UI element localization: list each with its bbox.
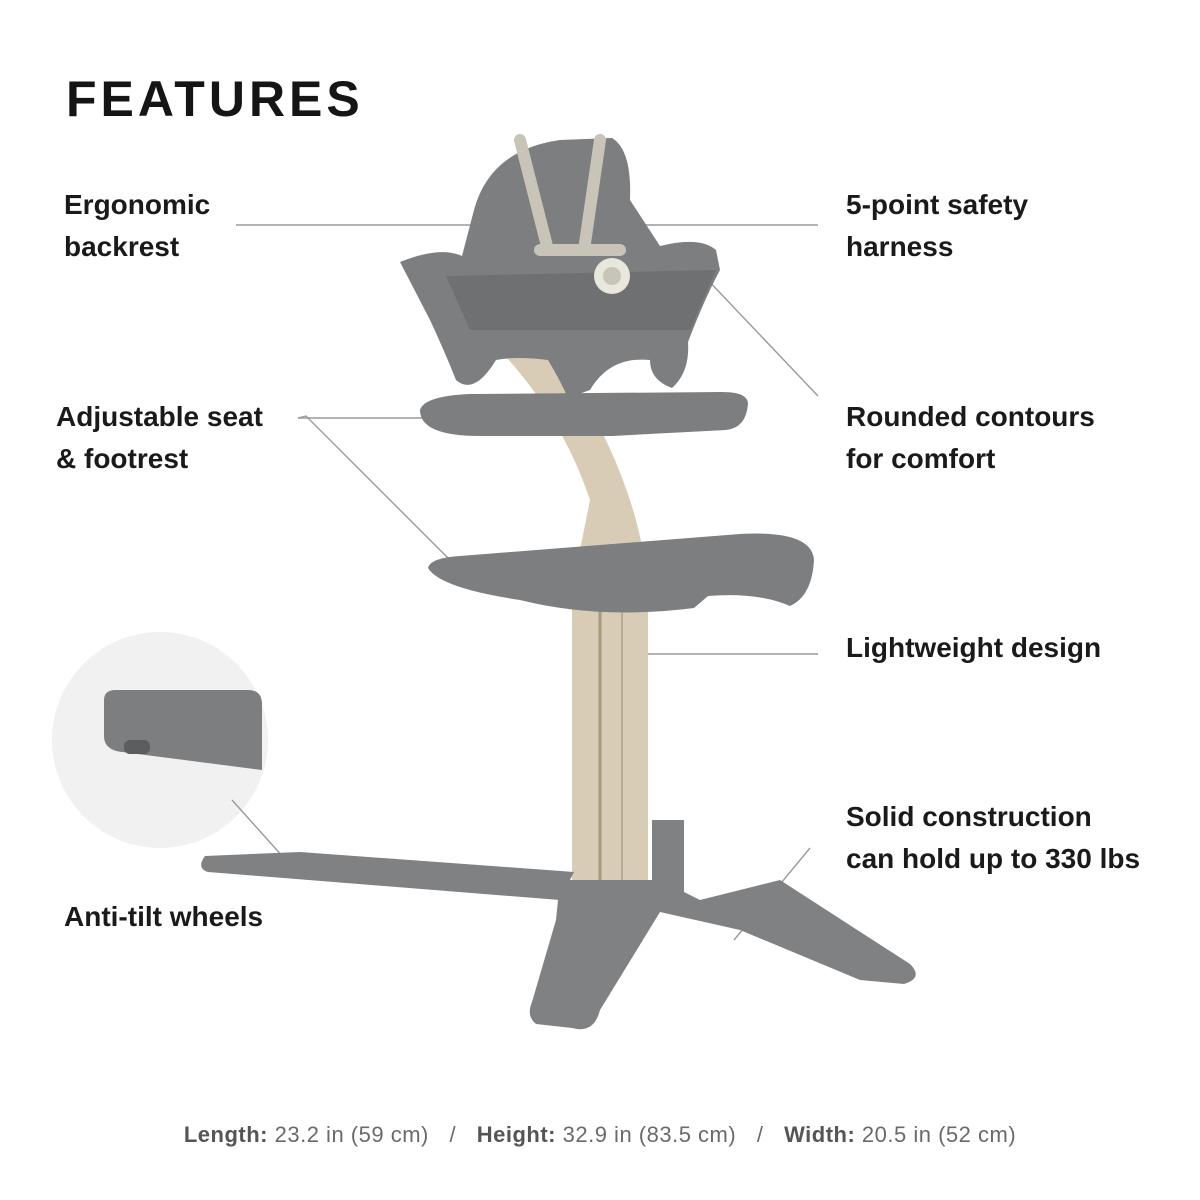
- feature-lightweight-design: Lightweight design: [846, 627, 1101, 669]
- feature-line: for comfort: [846, 443, 996, 474]
- feature-line: 5-point safety: [846, 189, 1029, 220]
- chair-base: [201, 820, 916, 1030]
- dim-length-value: 23.2 in (59 cm): [274, 1122, 429, 1147]
- feature-anti-tilt-wheels: Anti-tilt wheels: [64, 896, 263, 938]
- feature-safety-harness: 5-point safety harness: [846, 184, 1028, 268]
- dim-separator: /: [756, 1122, 764, 1147]
- dim-height-label: Height:: [476, 1122, 556, 1147]
- footrest: [428, 533, 814, 613]
- feature-line: Lightweight design: [846, 632, 1102, 663]
- seat-plate: [420, 392, 748, 436]
- dimensions-bar: Length: 23.2 in (59 cm) / Height: 32.9 i…: [0, 1122, 1200, 1148]
- baby-set: [400, 134, 720, 398]
- dim-height-value: 32.9 in (83.5 cm): [562, 1122, 737, 1147]
- leader-lines: [231, 224, 819, 941]
- feature-line: Anti-tilt wheels: [64, 901, 264, 932]
- feature-line: harness: [846, 231, 954, 262]
- feature-line: Ergonomic: [64, 189, 211, 220]
- feature-line: Adjustable seat: [56, 401, 263, 432]
- feature-line: & footrest: [56, 443, 189, 474]
- feature-line: can hold up to 330 lbs: [846, 843, 1141, 874]
- wooden-post: [490, 340, 648, 900]
- feature-adjustable-seat: Adjustable seat & footrest: [56, 396, 263, 480]
- wheel-detail-circle: [52, 632, 268, 848]
- dim-width-value: 20.5 in (52 cm): [861, 1122, 1017, 1147]
- feature-line: Solid construction: [846, 801, 1092, 832]
- feature-line: Rounded contours: [846, 401, 1095, 432]
- feature-line: backrest: [64, 231, 180, 262]
- dim-width-label: Width:: [784, 1122, 856, 1147]
- dim-length-label: Length:: [183, 1122, 268, 1147]
- feature-ergonomic-backrest: Ergonomic backrest: [64, 184, 210, 268]
- feature-solid-construction: Solid construction can hold up to 330 lb…: [846, 796, 1140, 880]
- feature-rounded-contours: Rounded contours for comfort: [846, 396, 1095, 480]
- page-title: FEATURES: [66, 71, 364, 127]
- dim-separator: /: [449, 1122, 457, 1147]
